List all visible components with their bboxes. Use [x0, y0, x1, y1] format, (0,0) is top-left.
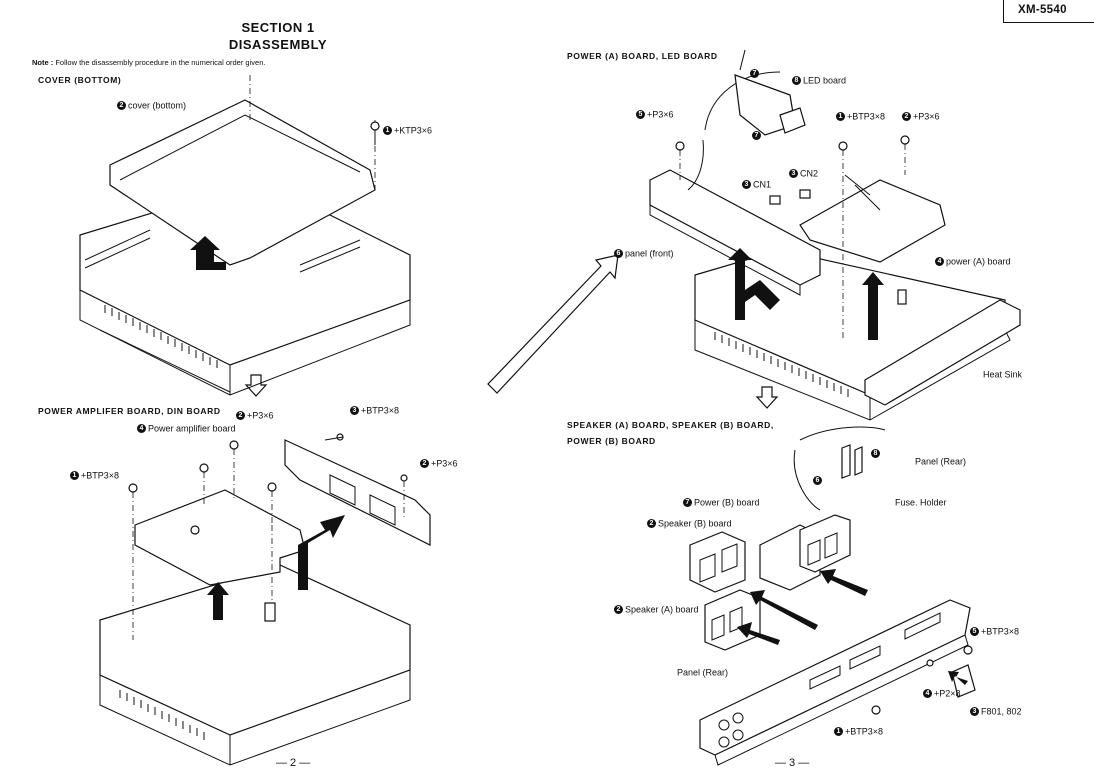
- label-btp3x8-fuse: 5+BTP3×8: [970, 626, 1019, 637]
- cover-heading: COVER (BOTTOM): [38, 75, 122, 85]
- power-heading: POWER (A) BOARD, LED BOARD: [567, 51, 718, 61]
- label-p3x6-front: 5+P3×6: [636, 109, 674, 120]
- step-number: 6: [614, 249, 623, 259]
- page-number-left: — 2 —: [276, 757, 311, 769]
- label-p3x6-board: 2+P3×6: [902, 111, 940, 122]
- step-number: 8: [792, 76, 801, 86]
- step-number: 2: [902, 112, 911, 122]
- power-a-diagram: [649, 49, 1021, 421]
- section-number: SECTION 1: [241, 20, 315, 35]
- model-box: [1003, 0, 1094, 23]
- label-step7-bottom: 7: [752, 130, 763, 141]
- procedure-note: Note : Follow the disassembly procedure …: [32, 58, 265, 67]
- label-p3x6-right: 2+P3×6: [420, 458, 458, 469]
- step-number: 5: [970, 627, 979, 637]
- step-number: 4: [923, 689, 932, 699]
- label-btp3x8-board: 1+BTP3×8: [836, 111, 885, 122]
- step-number: 7: [683, 498, 692, 508]
- step-number: 7: [750, 69, 759, 79]
- step-number: 2: [420, 459, 429, 469]
- step-number: 2: [647, 519, 656, 529]
- label-ktp-screw: 1+KTP3×6: [383, 125, 432, 136]
- model-number: XM-5540: [1018, 4, 1067, 16]
- step-number: 3: [789, 169, 798, 179]
- speaker-heading-line2: POWER (B) BOARD: [567, 436, 656, 446]
- label-heat-sink: Heat Sink: [983, 369, 1023, 380]
- step-number: 2: [614, 605, 623, 615]
- label-panel-rear-top: Panel (Rear): [915, 456, 967, 467]
- step-number: 2: [236, 411, 245, 421]
- step-number: 7: [752, 131, 761, 141]
- label-p2x8: 4+P2×8: [923, 688, 961, 699]
- label-fuse-holder: Fuse. Holder: [895, 497, 947, 508]
- step-number: 3: [742, 180, 751, 190]
- step-number: 4: [935, 257, 944, 267]
- label-btp3x8-bottom: 1+BTP3×8: [834, 726, 883, 737]
- step-number: 4: [137, 424, 146, 434]
- step-number: 5: [636, 110, 645, 120]
- page-number-right: — 3 —: [775, 757, 810, 769]
- step-number: 1: [836, 112, 845, 122]
- step-number: 1: [383, 126, 392, 136]
- step-number: 1: [834, 727, 843, 737]
- section-title: DISASSEMBLY: [228, 37, 328, 52]
- label-p3x6-top: 2+P3×6: [236, 410, 274, 421]
- step-number: 6: [813, 476, 822, 486]
- amp-heading: POWER AMPLIFER BOARD, DIN BOARD: [38, 406, 221, 416]
- speaker-heading-line1: SPEAKER (A) BOARD, SPEAKER (B) BOARD,: [567, 420, 774, 430]
- label-step7-top: 7: [750, 68, 761, 79]
- step-number: 3: [970, 707, 979, 717]
- label-btp3x8-left: 1+BTP3×8: [70, 470, 119, 481]
- label-panel-rear-bottom: Panel (Rear): [677, 667, 729, 678]
- label-step8: 8: [871, 448, 882, 459]
- note-text: Follow the disassembly procedure in the …: [55, 58, 266, 67]
- cover-diagram: [79, 75, 411, 396]
- label-btp3x8-rail: 3+BTP3×8: [350, 405, 399, 416]
- note-label: Note :: [32, 58, 54, 67]
- speaker-diagram: [689, 426, 976, 766]
- step-number: 3: [350, 406, 359, 416]
- amp-diagram: [99, 433, 431, 766]
- step-number: 2: [117, 101, 126, 111]
- label-step6: 6: [813, 475, 824, 486]
- step-number: 1: [70, 471, 79, 481]
- step-number: 8: [871, 449, 880, 459]
